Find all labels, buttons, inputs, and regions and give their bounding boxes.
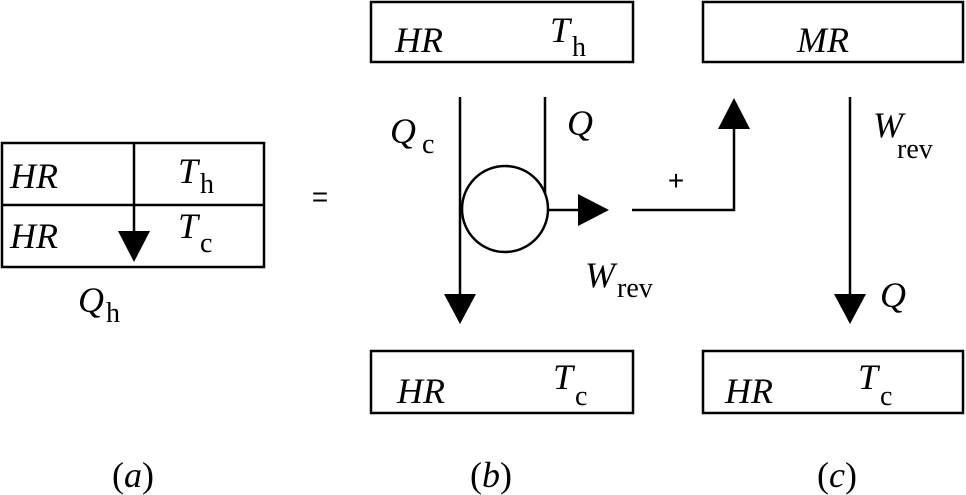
panel-a-arrow-head (118, 231, 150, 262)
panel-b-heat-to-cold-arrow-head (444, 294, 476, 324)
panel-c-heat-arrow-head (834, 294, 866, 324)
panel-b-caption: (b) (470, 455, 512, 495)
panel-b-hot-temperature: Th (550, 10, 586, 63)
panel-a-caption: (a) (112, 455, 154, 495)
work-connector-line (632, 128, 736, 212)
panel-c-cold-temperature: Tc (858, 357, 892, 412)
panel-c-caption: (c) (817, 455, 857, 495)
panel-a-top-temperature: Th (178, 151, 214, 200)
work-connector-arrow-head (718, 98, 750, 129)
panel-b-work-label: Wrev (585, 255, 653, 304)
panel-c-cold-reservoir-label: HR (724, 371, 773, 411)
panel-a-bottom-temperature: Tc (178, 206, 212, 259)
panel-b-hot-reservoir-label: HR (394, 20, 443, 60)
panel-a: HR Th HR Tc Qh (a) (0, 141, 266, 495)
panel-c-mechanical-reservoir-box (701, 0, 965, 64)
panel-b-cold-reservoir-box (369, 349, 635, 415)
panel-c-cold-reservoir-box (701, 349, 965, 415)
panel-c-heat-label: Q (880, 275, 906, 315)
panel-c-mechanical-reservoir-label: MR (796, 20, 849, 60)
panel-a-heat-label: Qh (78, 280, 120, 329)
plus-sign: + (668, 165, 684, 196)
panel-b-hot-reservoir-box (369, 0, 635, 64)
panel-b-cold-temperature: Tc (553, 357, 587, 412)
panel-b-work-arrow-head (578, 194, 609, 226)
panel-b-engine-circle (460, 164, 550, 254)
panel-b-heat-right-label: Q (567, 103, 593, 143)
equals-sign: = (312, 181, 328, 212)
panel-b-cold-reservoir-label: HR (396, 371, 445, 411)
panel-a-bottom-reservoir-label: HR (9, 216, 58, 256)
panel-a-top-reservoir-label: HR (9, 156, 58, 196)
